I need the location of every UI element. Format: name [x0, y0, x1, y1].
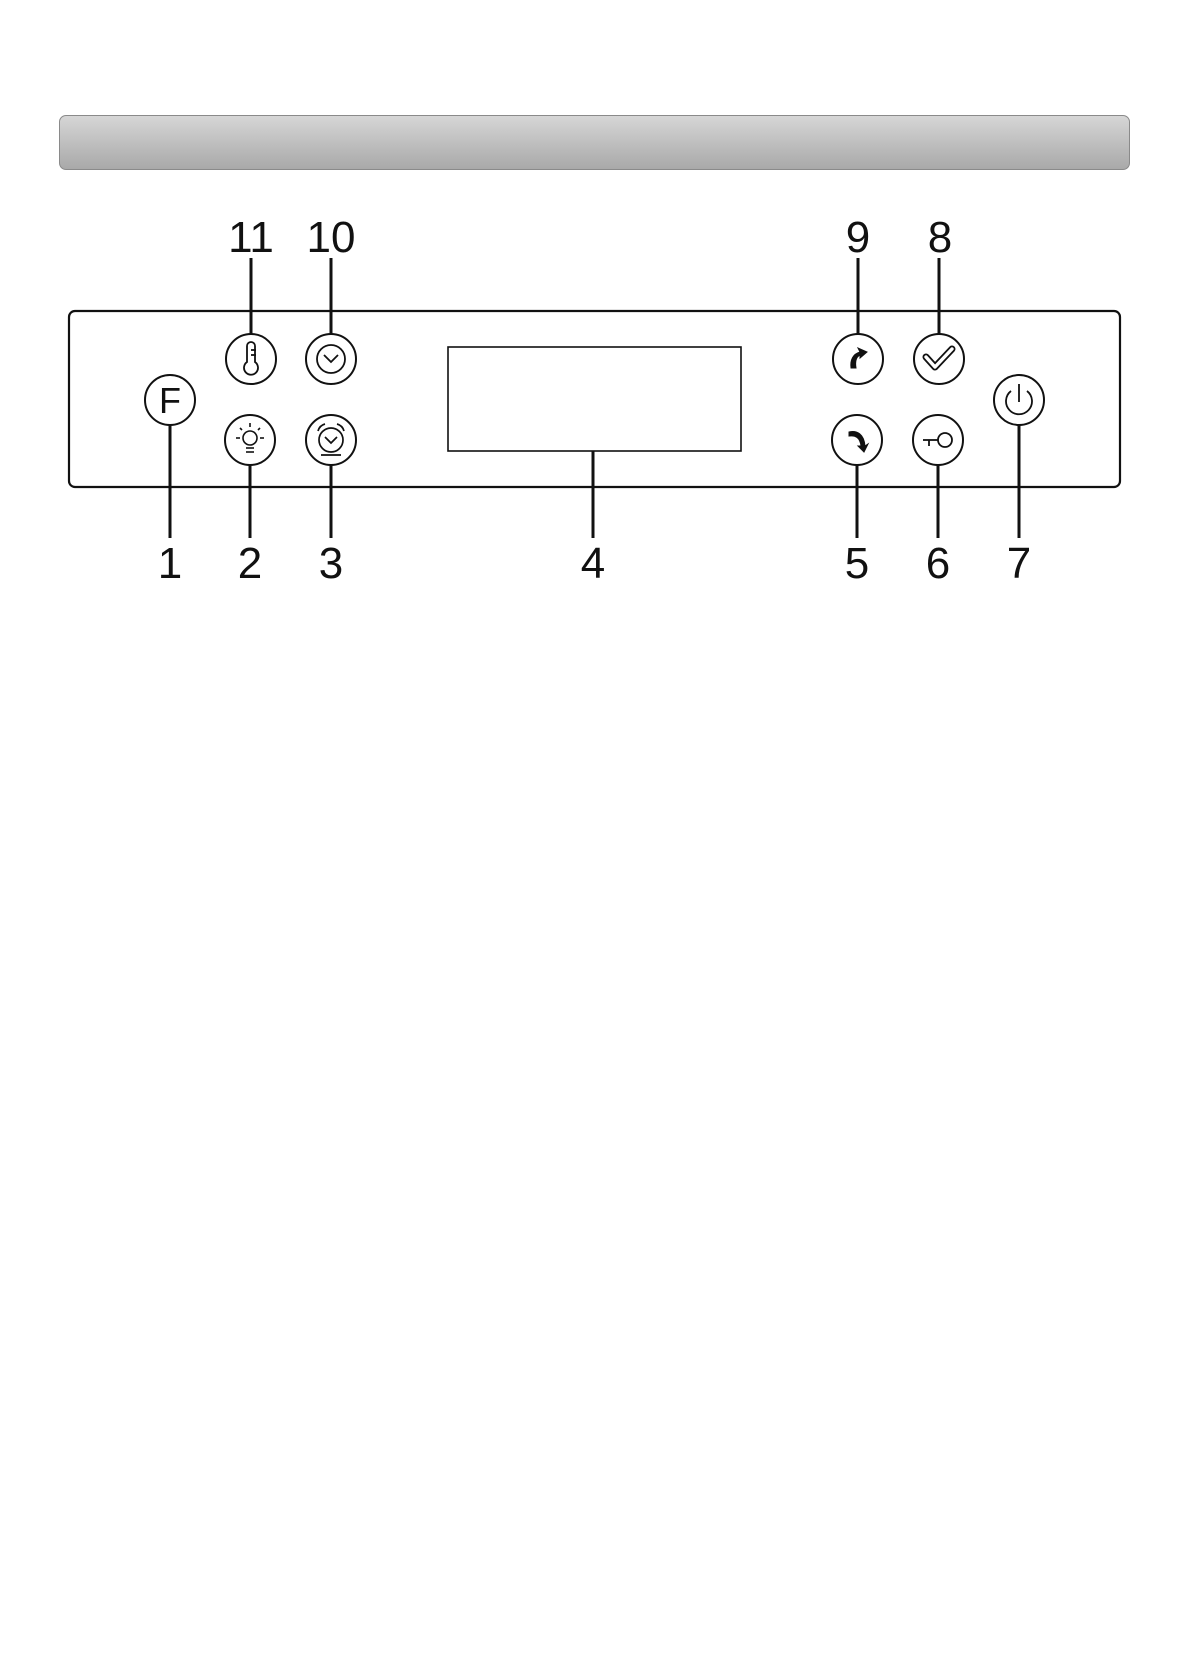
down-button[interactable]: [832, 415, 882, 465]
function-icon: F: [159, 380, 181, 421]
confirm-button[interactable]: [914, 334, 964, 384]
function-button[interactable]: F: [145, 375, 195, 425]
light-button[interactable]: [225, 415, 275, 465]
display-window: [448, 347, 741, 451]
callout-3: 3: [319, 539, 343, 588]
callout-8: 8: [928, 213, 952, 262]
timer-button[interactable]: [306, 415, 356, 465]
callout-1: 1: [158, 539, 182, 588]
temperature-button[interactable]: [226, 334, 276, 384]
child-lock-button[interactable]: [913, 415, 963, 465]
up-button[interactable]: [833, 334, 883, 384]
callout-7: 7: [1007, 539, 1031, 588]
callout-2: 2: [238, 539, 262, 588]
clock-button[interactable]: [306, 334, 356, 384]
callout-9: 9: [846, 213, 870, 262]
callout-6: 6: [926, 539, 950, 588]
callout-4: 4: [581, 539, 605, 588]
power-button[interactable]: [994, 375, 1044, 425]
callout-11: 11: [228, 213, 274, 262]
callout-5: 5: [845, 539, 869, 588]
callout-10: 10: [307, 213, 356, 262]
